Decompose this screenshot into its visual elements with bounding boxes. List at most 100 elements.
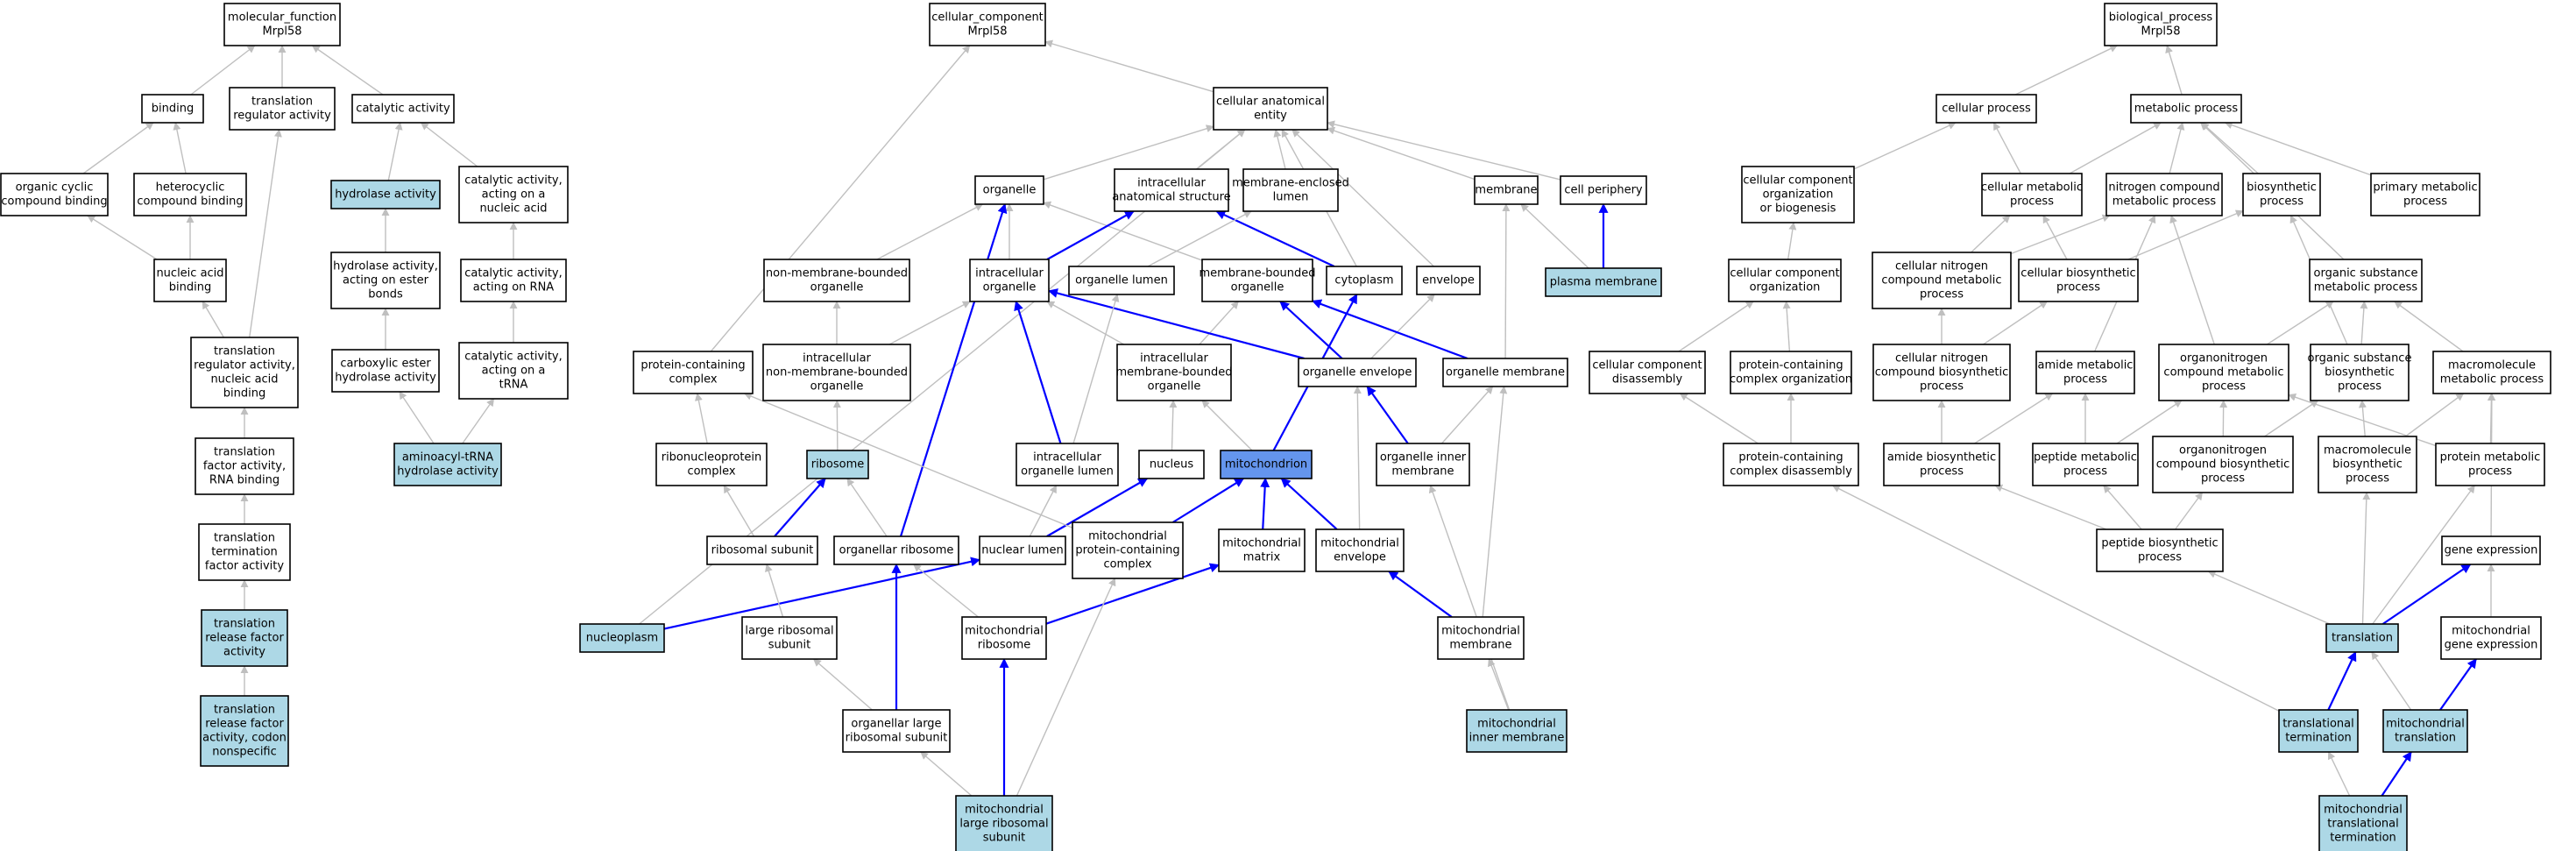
node-label-line: process [2260,195,2304,209]
node-box [393,443,502,486]
node-label-line: non-membrane-bounded [766,366,908,379]
node-label-line: regulator activity, [194,359,295,372]
edge-hydrolase-to-cat_act [387,122,403,181]
node-label-line: organelle [1231,281,1284,294]
edge-imbo-to-intra_org [1046,301,1125,345]
node-label-line: process [1920,465,1964,479]
edge-oncmp-to-osmp [2266,301,2334,345]
edge-pepmp-to-oncmp [2116,400,2183,444]
node-label-line: translation [214,618,275,631]
node-label-line: or biogenesis [1760,202,1836,216]
edge-envelope-to-cae [1292,129,1434,267]
node-box [153,259,227,302]
node-box [1981,173,2083,216]
node-box [1138,450,1205,479]
edge-hetero-to-binding [173,122,187,174]
node-label-line: biosynthetic [2332,458,2403,472]
node-box [955,795,1053,851]
go-term-node-met_proc: metabolic process [2130,94,2242,124]
node-box [706,535,818,565]
node-label-line: cellular component [1730,267,1839,280]
node-label-line: lumen [1273,191,1309,204]
edge-org_rib-to-ribosome [846,478,888,537]
node-label-line: matrix [1243,551,1281,564]
node-label-line: compound biosynthetic [2156,458,2290,472]
node-label-line: acting on ester [343,274,429,287]
node-label-line: intracellular [1033,451,1101,465]
node-box [1883,443,2000,486]
edge-mito_env-to-org_env [1353,386,1362,530]
edge-pccd-to-ccd [1679,393,1759,444]
node-box [2325,623,2399,653]
edge-cat_nuc-to-cat_act [420,122,478,167]
edge-aatrna-to-carbox [399,391,435,444]
node-label-line: membrane-bounded [1199,267,1315,280]
node-label-line: cellular component [1743,174,1852,188]
edges-layer [82,39,2496,797]
node-box [969,259,1050,302]
node-box [2018,259,2139,302]
node-label-line: intracellular [975,267,1044,280]
node-label-line: organonitrogen [2179,444,2267,457]
edge-cco-to-ccob [1787,222,1797,260]
node-box [141,94,204,124]
edge-mlrs-to-mito_pcc [1016,578,1116,797]
edge-oncbp-to-osbp [2264,400,2319,437]
node-label-line: cytoplasm [1334,274,1393,287]
node-box [1728,259,1842,302]
node-label-line: process [2056,281,2100,294]
node-box [979,535,1066,565]
node-label-line: organization [1750,281,1821,294]
node-box [2318,795,2408,851]
node-label-line: acting on a [482,188,546,202]
node-label-line: translation [214,446,275,459]
node-label-line: nucleus [1150,458,1193,472]
node-label-line: nucleic acid [210,373,278,386]
edge-mbp-to-mmp [2404,393,2465,437]
node-box [1416,266,1481,295]
edge-pmp-to-met_proc [2224,121,2372,176]
node-label-line: cellular_component [931,11,1044,25]
node-label-line: acting on a [482,365,546,378]
edge-mim-to-oim [1428,485,1511,711]
go-term-node-mito: mitochondrion [1220,450,1313,479]
node-box [190,337,299,408]
node-label-line: termination [2330,832,2396,845]
node-label-line: non-membrane-bounded [766,267,908,280]
node-box [1723,443,1859,486]
edge-nucleoplasm-to-nuc_lumen [663,557,981,630]
node-box [1741,166,1855,223]
node-label-line: intracellular [803,352,871,365]
node-label-line: translational [2327,818,2398,831]
node-label-line: protein-containing [640,359,745,372]
edge-cmp-to-met_proc [2069,122,2162,174]
go-term-node-inmbo: intracellularnon-membrane-boundedorganel… [762,344,911,401]
node-box [2242,173,2321,216]
edge-pepbp-to-pepmp [2103,485,2142,530]
node-box [2158,344,2289,401]
node-box [1872,344,2011,401]
node-box [2432,351,2551,394]
node-label-line: biosynthetic [2247,181,2317,195]
go-term-node-translation: translation [2325,623,2399,653]
go-term-node-nucleoplasm: nucleoplasm [579,623,665,653]
node-label-line: large ribosomal [745,625,833,638]
node-box [2435,443,2545,486]
node-label-line: process [2202,380,2246,394]
node-label-line: protein-containing [1738,359,1843,372]
edge-org_cyc-to-binding [82,122,154,174]
go-term-node-nucleus: nucleus [1138,450,1205,479]
edge-org_lumen-to-mel [1147,210,1252,267]
